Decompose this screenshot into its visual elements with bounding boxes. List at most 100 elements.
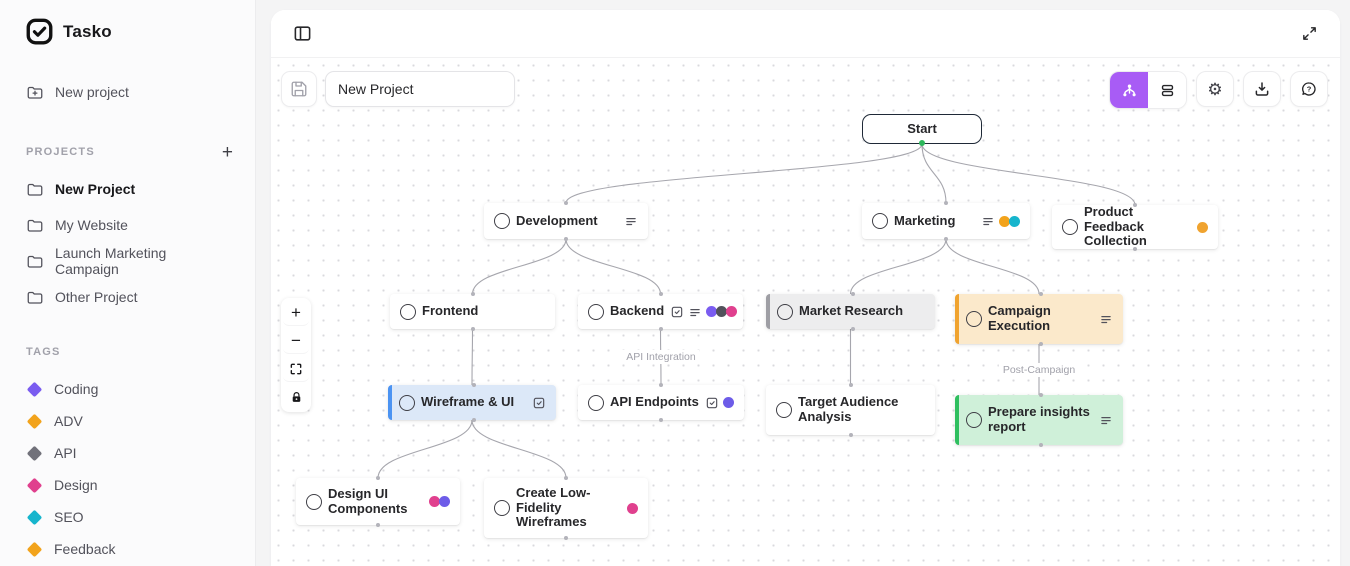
folder-icon — [27, 219, 43, 232]
tags-section-header: TAGS — [0, 341, 255, 363]
lock-icon — [292, 391, 300, 402]
node-target-audience[interactable]: Target Audience Analysis — [766, 385, 935, 435]
projects-header-label: PROJECTS — [26, 146, 95, 158]
node-development[interactable]: Development — [484, 203, 648, 239]
sidebar-tag-item[interactable]: API — [0, 437, 255, 469]
node-create-lowfi[interactable]: Create Low-Fidelity Wireframes — [484, 478, 648, 538]
tag-dot — [429, 496, 440, 507]
projects-section-header: PROJECTS + — [0, 141, 255, 163]
node-label: Marketing — [894, 212, 956, 228]
add-project-button[interactable]: + — [221, 141, 233, 163]
sidebar-toggle-button[interactable] — [289, 20, 316, 47]
task-status-circle[interactable] — [588, 394, 604, 411]
task-status-circle[interactable] — [588, 303, 604, 320]
edges-layer — [377, 143, 1136, 479]
new-project-button[interactable]: New project — [0, 77, 255, 107]
lock-button[interactable] — [283, 384, 309, 410]
flow-canvas[interactable]: ⚙ ? + − — [271, 58, 1340, 566]
node-icons — [981, 214, 1020, 228]
sidebar-project-item[interactable]: New Project — [0, 171, 255, 207]
node-frontend[interactable]: Frontend — [390, 294, 555, 329]
node-design-ui[interactable]: Design UI Components — [296, 478, 460, 525]
help-button[interactable]: ? — [1290, 71, 1328, 107]
task-status-circle[interactable] — [872, 213, 888, 229]
node-campaign-exec[interactable]: Campaign Execution — [955, 294, 1123, 344]
node-wireframe-ui[interactable]: Wireframe & UI — [388, 385, 556, 420]
edge-development-backend — [565, 238, 662, 295]
task-status-circle[interactable] — [777, 303, 793, 320]
new-project-label: New project — [55, 84, 129, 100]
node-label: Development — [516, 212, 598, 228]
project-label: My Website — [55, 217, 128, 233]
node-start[interactable]: Start — [862, 114, 982, 144]
tags-header-label: TAGS — [26, 346, 61, 358]
settings-button[interactable]: ⚙ — [1196, 71, 1234, 107]
task-status-circle[interactable] — [1062, 219, 1078, 235]
tag-dot — [706, 306, 718, 317]
list-view-icon — [1161, 84, 1173, 96]
node-backend[interactable]: Backend — [578, 294, 743, 329]
edge-label: API Integration — [622, 350, 700, 364]
task-status-circle[interactable] — [494, 213, 510, 229]
edge-start-marketing — [921, 143, 947, 204]
tag-dot — [726, 306, 738, 317]
node-label: API Endpoints — [610, 394, 699, 410]
zoom-in-button[interactable]: + — [283, 300, 309, 326]
tag-dot — [627, 502, 638, 514]
list-view-button[interactable] — [1148, 72, 1186, 108]
download-button[interactable] — [1243, 71, 1281, 107]
svg-text:?: ? — [1307, 85, 1312, 94]
sidebar-project-item[interactable]: My Website — [0, 207, 255, 243]
folder-plus-icon — [27, 86, 43, 99]
sidebar-project-item[interactable]: Other Project — [0, 279, 255, 315]
mindmap-view-button[interactable] — [1110, 72, 1148, 108]
fit-view-icon — [290, 363, 302, 374]
tag-diamond-icon — [26, 445, 43, 461]
task-status-circle[interactable] — [399, 394, 415, 411]
node-icons — [627, 502, 638, 514]
task-status-circle[interactable] — [966, 412, 982, 428]
node-prepare-insights[interactable]: Prepare insights report — [955, 395, 1123, 445]
node-api-endpoints[interactable]: API Endpoints — [578, 385, 744, 420]
sidebar: Tasko New project PROJECTS + New Project… — [0, 0, 256, 566]
tag-label: Coding — [54, 381, 99, 397]
task-status-circle[interactable] — [494, 500, 510, 516]
fit-view-button[interactable] — [283, 356, 309, 382]
download-icon — [1255, 82, 1269, 96]
zoom-out-button[interactable]: − — [283, 328, 309, 354]
tasko-logo-icon — [26, 18, 53, 45]
tag-dot — [1197, 221, 1208, 233]
tag-diamond-icon — [26, 477, 43, 493]
gear-icon: ⚙ — [1207, 79, 1223, 99]
sidebar-tag-item[interactable]: Design — [0, 469, 255, 501]
task-status-circle[interactable] — [966, 311, 982, 327]
edge-start-development — [565, 143, 923, 204]
edge-marketing-campaign-exec — [945, 238, 1040, 295]
sidebar-project-item[interactable]: Launch Marketing Campaign — [0, 243, 255, 279]
sidebar-tag-item[interactable]: Coding — [0, 373, 255, 405]
save-button[interactable] — [281, 71, 317, 107]
project-name-input[interactable] — [325, 71, 515, 107]
node-product-feedback[interactable]: Product Feedback Collection — [1052, 204, 1218, 249]
tag-dot — [1009, 215, 1020, 227]
edge-wireframe-ui-create-lowfi — [471, 419, 567, 479]
node-icons — [532, 396, 546, 410]
save-icon — [291, 81, 307, 97]
task-status-circle[interactable] — [306, 493, 322, 510]
expand-button[interactable] — [1297, 21, 1322, 46]
node-label: Start — [907, 120, 937, 136]
task-status-circle[interactable] — [400, 303, 416, 320]
project-label: Other Project — [55, 289, 138, 305]
sidebar-tag-item[interactable]: ADV — [0, 405, 255, 437]
sidebar-tag-item[interactable]: Feedback — [0, 533, 255, 565]
node-marketing[interactable]: Marketing — [862, 203, 1030, 239]
node-icons — [1099, 312, 1113, 326]
help-chat-icon: ? — [1302, 82, 1316, 96]
task-status-circle[interactable] — [776, 402, 792, 418]
canvas-toolbar-right: ⚙ ? — [1109, 71, 1328, 109]
node-label: Campaign Execution — [988, 303, 1051, 333]
edge-label: Post-Campaign — [998, 362, 1080, 377]
sidebar-tag-item[interactable]: SEO — [0, 501, 255, 533]
notes-icon — [626, 218, 636, 226]
node-market-research[interactable]: Market Research — [766, 294, 935, 329]
